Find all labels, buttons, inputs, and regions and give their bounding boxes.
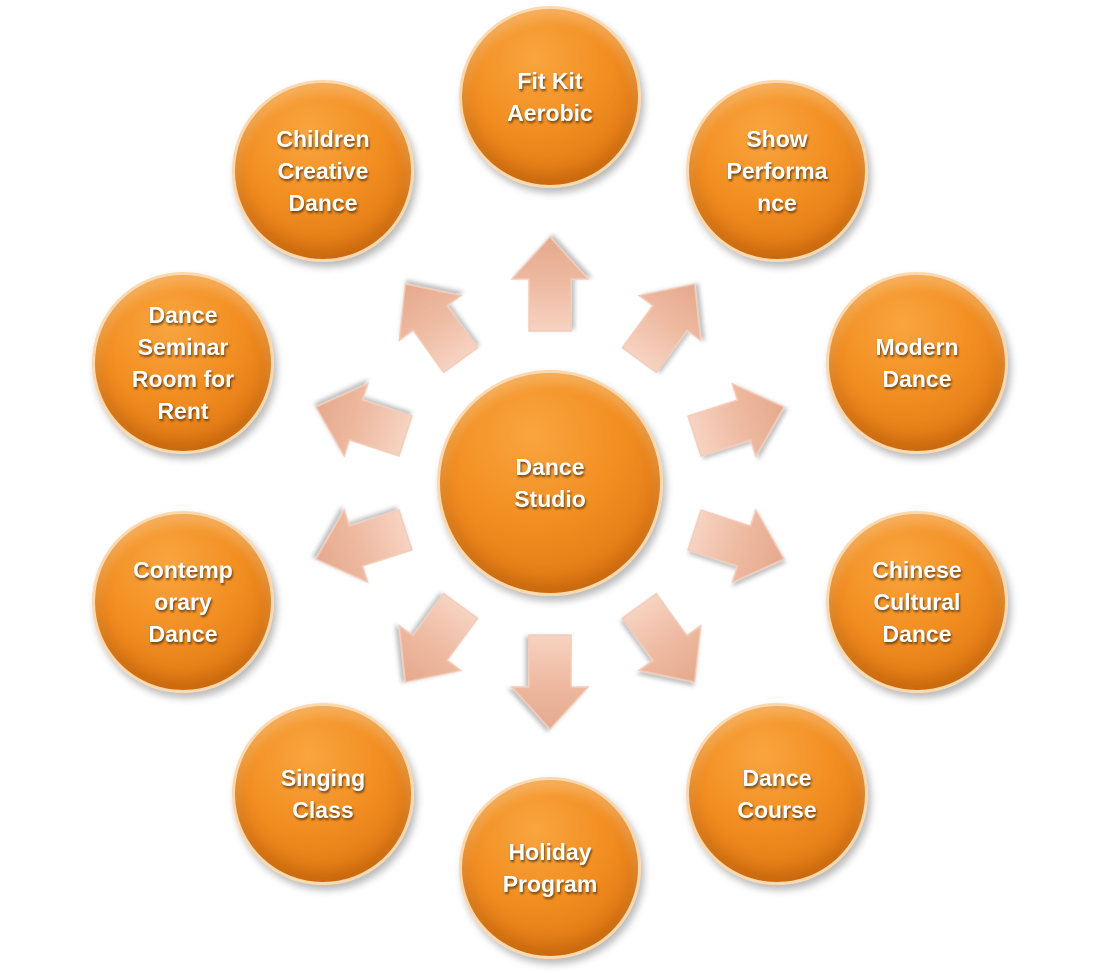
node-label: Contemp orary Dance [133, 557, 233, 647]
node-dance-seminar-room-for-rent: Dance Seminar Room for Rent [92, 272, 274, 454]
node-show-performance: Show Performa nce [686, 80, 868, 262]
arrow-10 [398, 283, 479, 374]
node-label: Dance Course [737, 765, 817, 823]
node-label: Dance Seminar Room for Rent [131, 302, 235, 424]
arrow-4 [687, 508, 786, 584]
node-children-creative-dance: Children Creative Dance [232, 80, 414, 262]
node-label: Fit Kit Aerobic [507, 68, 593, 126]
node-label: Show Performa nce [726, 126, 828, 216]
node-label: Holiday Program [502, 839, 598, 897]
center-node-dance-studio: Dance Studio [437, 370, 663, 596]
node-modern-dance: Modern Dance [826, 272, 1008, 454]
node-dance-course: Dance Course [686, 703, 868, 885]
node-singing-class: Singing Class [232, 703, 414, 885]
node-label: Singing Class [280, 765, 366, 823]
node-label: Modern Dance [875, 334, 959, 392]
arrow-9 [314, 382, 413, 458]
node-fit-kit-aerobic: Fit Kit Aerobic [459, 6, 641, 188]
arrow-8 [314, 508, 413, 584]
arrow-6 [510, 634, 590, 731]
arrow-5 [621, 592, 702, 683]
node-chinese-cultural-dance: Chinese Cultural Dance [826, 511, 1008, 693]
node-holiday-program: Holiday Program [459, 777, 641, 959]
center-node-label: Dance Studio [514, 454, 586, 512]
arrow-2 [621, 283, 702, 374]
node-label: Chinese Cultural Dance [872, 557, 962, 647]
node-label: Children Creative Dance [276, 126, 370, 216]
arrow-1 [510, 235, 590, 332]
arrow-7 [398, 592, 479, 683]
arrow-3 [687, 382, 786, 458]
node-contemporary-dance: Contemp orary Dance [92, 511, 274, 693]
